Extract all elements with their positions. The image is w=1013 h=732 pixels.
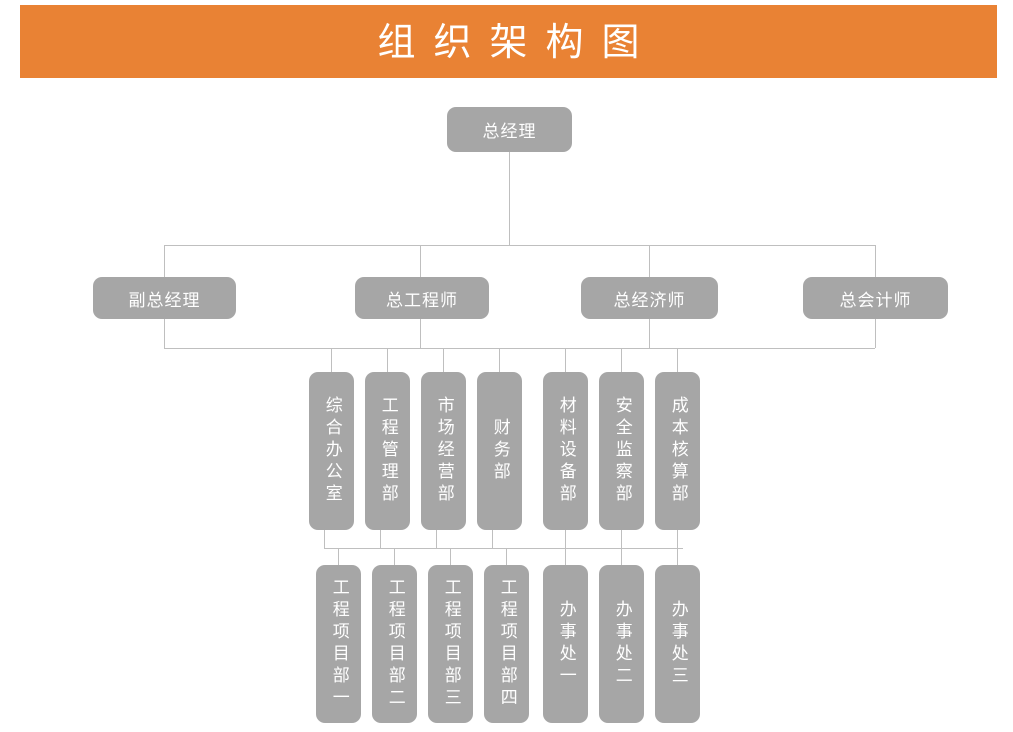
- node-label: 成本核算部: [667, 396, 688, 506]
- node-label: 市场经营部: [433, 396, 454, 506]
- node-project-dept-3[interactable]: 工程项目部三: [428, 565, 473, 723]
- node-label: 副总经理: [128, 290, 201, 311]
- node-label: 办事处二: [611, 600, 632, 688]
- node-label: 工程项目部四: [496, 578, 517, 710]
- node-material-equipment[interactable]: 材料设备部: [543, 372, 588, 530]
- node-finance[interactable]: 财务部: [477, 372, 522, 530]
- node-label: 工程管理部: [377, 396, 398, 506]
- node-general-office[interactable]: 综合办公室: [309, 372, 354, 530]
- node-safety-supervision[interactable]: 安全监察部: [599, 372, 644, 530]
- node-chief-accountant[interactable]: 总会计师: [803, 277, 948, 319]
- node-label: 总工程师: [386, 290, 458, 311]
- node-label: 工程项目部三: [440, 578, 461, 710]
- node-label: 财务部: [489, 418, 510, 484]
- node-label: 综合办公室: [321, 396, 342, 506]
- node-project-dept-2[interactable]: 工程项目部二: [372, 565, 417, 723]
- node-label: 总经理: [482, 122, 537, 142]
- node-label: 办事处一: [555, 600, 576, 688]
- node-label: 总经济师: [613, 290, 686, 311]
- node-engineering-management[interactable]: 工程管理部: [365, 372, 410, 530]
- page-title: 组织架构图: [377, 19, 658, 64]
- node-label: 办事处三: [667, 600, 688, 688]
- node-cost-accounting[interactable]: 成本核算部: [655, 372, 700, 530]
- node-office-1[interactable]: 办事处一: [543, 565, 588, 723]
- node-deputy-general-manager[interactable]: 副总经理: [93, 277, 236, 319]
- node-label: 总会计师: [839, 290, 912, 311]
- node-chief-economist[interactable]: 总经济师: [581, 277, 718, 319]
- node-label: 工程项目部一: [328, 578, 349, 710]
- node-label: 安全监察部: [611, 396, 632, 506]
- node-project-dept-1[interactable]: 工程项目部一: [316, 565, 361, 723]
- node-project-dept-4[interactable]: 工程项目部四: [484, 565, 529, 723]
- node-market-operations[interactable]: 市场经营部: [421, 372, 466, 530]
- node-office-2[interactable]: 办事处二: [599, 565, 644, 723]
- node-office-3[interactable]: 办事处三: [655, 565, 700, 723]
- node-general-manager[interactable]: 总经理: [447, 107, 572, 152]
- node-label: 工程项目部二: [384, 578, 405, 710]
- node-chief-engineer[interactable]: 总工程师: [355, 277, 489, 319]
- chart-title-banner: 组织架构图: [20, 5, 997, 78]
- node-label: 材料设备部: [555, 396, 576, 506]
